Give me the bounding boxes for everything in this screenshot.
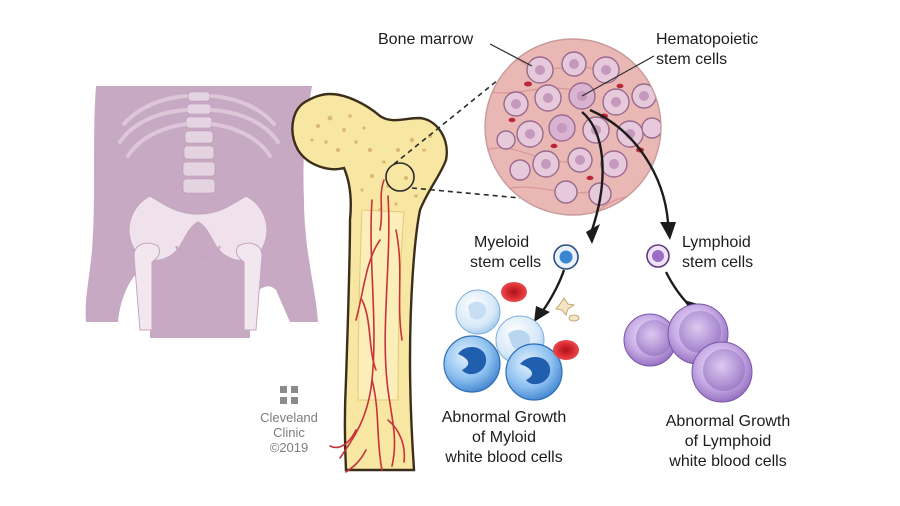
label-line: of Lymphoid (684, 433, 772, 450)
bone-marrow-magnified (484, 38, 662, 216)
differentiation-arrows (541, 108, 691, 313)
lymphoid-stem-cell (646, 244, 670, 268)
cleveland-clinic-logo: Cleveland Clinic ©2019 (244, 386, 334, 455)
label-line: stem cells (656, 51, 728, 68)
label-line: white blood cells (669, 453, 787, 470)
label-line: Hematopoietic (656, 31, 759, 48)
label-line: Lymphoid (682, 234, 751, 251)
label-myeloid-stem-cells: Myeloid stem cells (470, 233, 541, 273)
label-line: white blood cells (445, 449, 563, 466)
label-hematopoietic-stem-cells: Hematopoietic stem cells (656, 30, 758, 70)
label-line: stem cells (682, 254, 754, 271)
zoom-marker (385, 162, 415, 192)
logo-line: Cleveland (260, 410, 318, 425)
label-line: Abnormal Growth (441, 409, 567, 426)
label-myeloid-abnormal-growth: Abnormal Growth of Myloid white blood ce… (424, 408, 584, 468)
label-line: stem cells (470, 254, 542, 271)
cleveland-clinic-mark-icon (280, 386, 298, 404)
label-line: Abnormal Growth (665, 413, 791, 430)
zoom-lines (393, 79, 521, 199)
label-line: of Myloid (471, 429, 537, 446)
label-lymphoid-abnormal-growth: Abnormal Growth of Lymphoid white blood … (644, 412, 812, 472)
lymphoid-cell-cluster (623, 303, 753, 403)
myeloid-stem-cell (553, 244, 579, 270)
label-lymphoid-stem-cells: Lymphoid stem cells (682, 233, 753, 273)
myeloid-cell-cluster (443, 282, 580, 401)
copyright-text: ©2019 (269, 440, 309, 455)
label-bone-marrow: Bone marrow (378, 31, 474, 48)
label-line: Myeloid (474, 234, 530, 251)
body-silhouette (85, 86, 318, 338)
label-leader-lines (489, 43, 655, 97)
logo-line: Clinic (273, 425, 305, 440)
femur-illustration (291, 92, 448, 473)
